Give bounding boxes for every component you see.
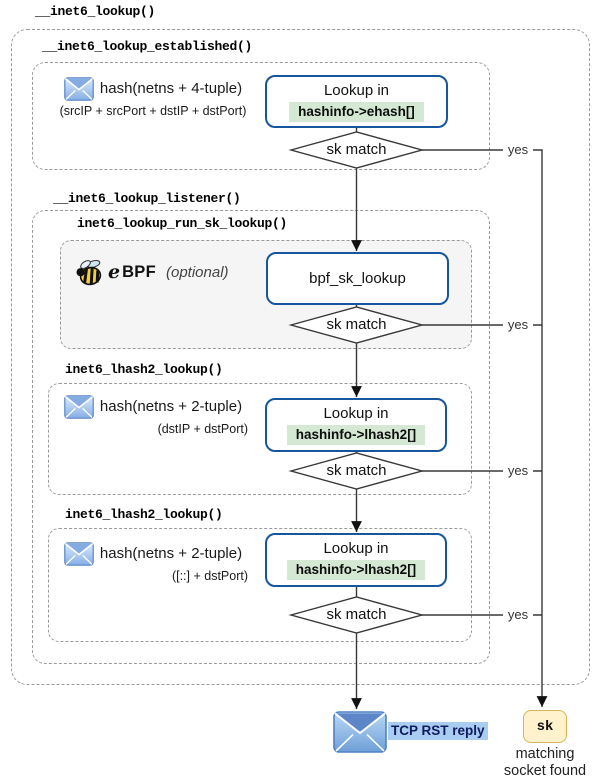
- lhash2-any-node: Lookup in hashinfo->lhash2[]: [265, 533, 447, 587]
- yes-label-3: yes: [503, 463, 533, 478]
- hash-title: hash(netns + 2-tuple): [99, 398, 243, 415]
- yes-label-2: yes: [503, 317, 533, 332]
- tcp-rst-envelope-icon: [333, 711, 387, 753]
- yes-label-1: yes: [503, 142, 533, 157]
- optional-label: (optional): [166, 263, 229, 281]
- lhash2-code: hashinfo->lhash2[]: [286, 425, 426, 445]
- outer-lookup-box: [11, 29, 590, 685]
- ebpf-logo-e: e: [108, 261, 121, 283]
- sk-result-node: sk: [523, 710, 567, 743]
- envelope-icon: [64, 542, 94, 566]
- lhash2-specific-label: inet6_lhash2_lookup(): [65, 362, 223, 377]
- sk-match-label-1: sk match: [326, 141, 387, 158]
- sk-match-label-4: sk match: [326, 606, 387, 623]
- lookup-prefix: Lookup in: [323, 405, 389, 422]
- page-title: __inet6_lookup(): [35, 4, 156, 19]
- run-sk-lookup-label: inet6_lookup_run_sk_lookup(): [77, 216, 288, 231]
- sk-caption-line2: socket found: [503, 763, 587, 779]
- sk-caption: matching socket found: [487, 746, 600, 780]
- hash-title: hash(netns + 4-tuple): [99, 80, 243, 97]
- hash-2tuple-any-group: hash(netns + 2-tuple) ([::] + dstPort): [40, 542, 266, 583]
- sk-match-label-3: sk match: [326, 462, 387, 479]
- envelope-icon: [64, 77, 94, 101]
- ehash-code: hashinfo->ehash[]: [289, 101, 424, 122]
- tcp-rst-reply-label: TCP RST reply: [388, 722, 488, 740]
- bpf-node-label: bpf_sk_lookup: [309, 270, 406, 287]
- lhash2-any-label: inet6_lhash2_lookup(): [65, 507, 223, 522]
- lookup-prefix: Lookup in: [323, 540, 389, 557]
- established-box: [32, 62, 490, 170]
- bpf-sk-lookup-node: bpf_sk_lookup: [266, 252, 449, 305]
- ebpf-bee-icon: [76, 260, 102, 286]
- ebpf-logo: e BPF (optional): [76, 257, 229, 287]
- lhash2-specific-node: Lookup in hashinfo->lhash2[]: [265, 398, 447, 452]
- yes-label-4: yes: [503, 607, 533, 622]
- hash-detail: (srcIP + srcPort + dstIP + dstPort): [59, 104, 247, 118]
- ebpf-logo-bpf: BPF: [122, 263, 156, 281]
- envelope-icon: [64, 395, 94, 419]
- sk-caption-line1: matching: [515, 746, 575, 762]
- hash-2tuple-specific-group: hash(netns + 2-tuple) (dstIP + dstPort): [40, 395, 266, 436]
- hash-title: hash(netns + 2-tuple): [99, 545, 243, 562]
- ehash-lookup-node: Lookup in hashinfo->ehash[]: [265, 75, 448, 128]
- hash-detail: (dstIP + dstPort): [157, 422, 248, 436]
- listener-label: __inet6_lookup_listener(): [53, 191, 241, 206]
- established-label: __inet6_lookup_established(): [42, 39, 253, 54]
- lhash2-code: hashinfo->lhash2[]: [286, 560, 426, 580]
- hash-detail: ([::] + dstPort): [171, 569, 248, 583]
- sk-match-label-2: sk match: [326, 316, 387, 333]
- lookup-prefix: Lookup in: [323, 81, 390, 99]
- hash-4tuple-group: hash(netns + 4-tuple) (srcIP + srcPort +…: [40, 77, 266, 118]
